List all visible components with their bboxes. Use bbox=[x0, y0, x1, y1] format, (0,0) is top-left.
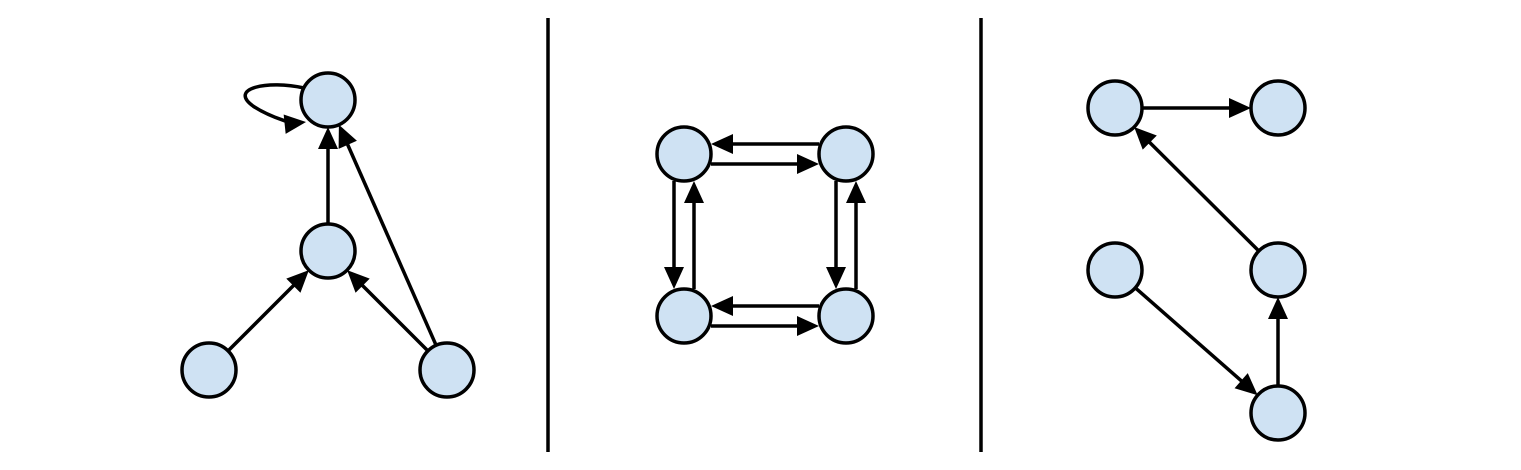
edge-a4-to-a2 bbox=[355, 278, 430, 353]
edge-a4-to-a1 bbox=[342, 136, 438, 346]
graph-node-c4 bbox=[1249, 241, 1307, 299]
edge-a3-to-a2 bbox=[226, 278, 301, 353]
graph-node-a3 bbox=[180, 341, 238, 399]
edge-c4-to-c1 bbox=[1142, 135, 1261, 253]
arrowhead-c3-to-c5 bbox=[1234, 373, 1258, 396]
arrowhead-a4-to-a2 bbox=[347, 270, 370, 293]
graph-node-c5 bbox=[1249, 384, 1307, 442]
arrowhead-c1-to-c2 bbox=[1229, 98, 1251, 118]
arrowhead-b1-to-b3 bbox=[664, 267, 684, 289]
arrowhead-c5-to-c4 bbox=[1268, 297, 1288, 319]
arrowhead-b1-to-b2 bbox=[797, 154, 819, 174]
self-loop-arrowhead bbox=[283, 114, 306, 134]
arrowhead-b3-to-b4 bbox=[797, 316, 819, 336]
arrowhead-a3-to-a2 bbox=[286, 270, 309, 293]
arrowhead-b2-to-b4 bbox=[826, 267, 846, 289]
edge-c3-to-c5 bbox=[1134, 286, 1249, 388]
graph-panel-2 bbox=[655, 125, 875, 345]
graph-node-a2 bbox=[299, 222, 357, 280]
graph-node-b3 bbox=[655, 287, 713, 345]
graph-panel-1 bbox=[180, 71, 476, 399]
graph-node-a4 bbox=[418, 341, 476, 399]
self-loop-edge bbox=[243, 83, 305, 124]
graph-node-c1 bbox=[1086, 79, 1144, 137]
graph-node-a1 bbox=[299, 71, 357, 129]
graph-panel-3 bbox=[1086, 79, 1307, 442]
graph-node-c3 bbox=[1086, 241, 1144, 299]
graph-node-b4 bbox=[817, 287, 875, 345]
graph-node-b2 bbox=[817, 125, 875, 183]
arrowhead-a4-to-a1 bbox=[338, 124, 357, 149]
arrowhead-b2-to-b1 bbox=[711, 134, 733, 154]
graph-node-c2 bbox=[1249, 79, 1307, 137]
arrowhead-c4-to-c1 bbox=[1134, 127, 1157, 150]
arrowhead-b4-to-b2 bbox=[846, 181, 866, 203]
arrowhead-b3-to-b1 bbox=[684, 181, 704, 203]
arrowhead-a2-to-a1 bbox=[318, 127, 338, 149]
graph-node-b1 bbox=[655, 125, 713, 183]
arrowhead-b4-to-b3 bbox=[711, 296, 733, 316]
